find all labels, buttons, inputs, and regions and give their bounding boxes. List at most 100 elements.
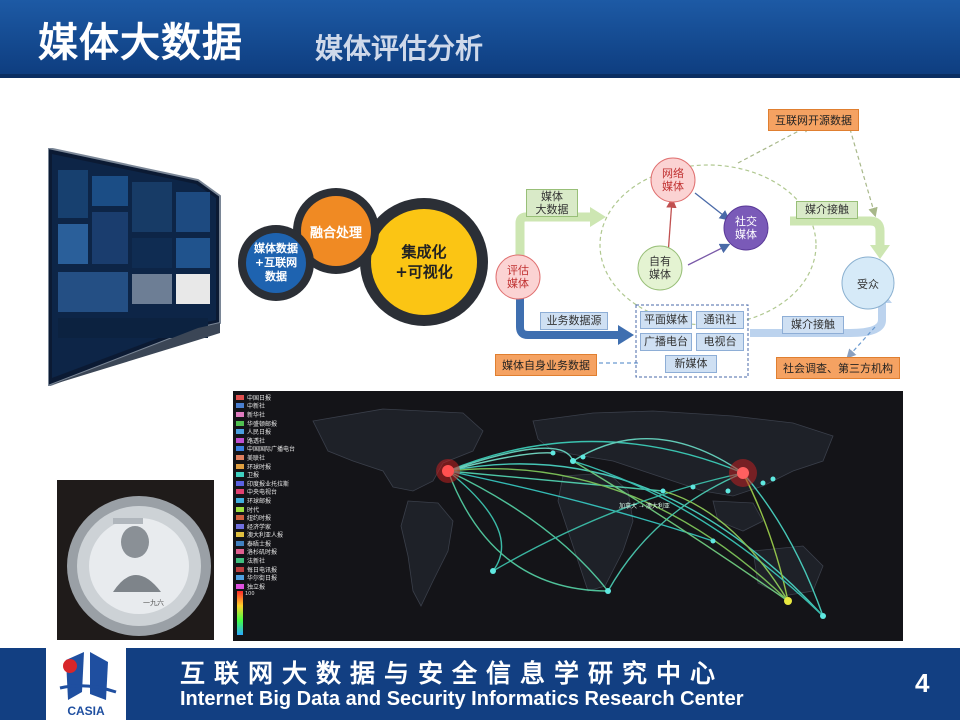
new-media-box: 新媒体 (665, 355, 717, 373)
legend-item: 华尔街日报 (236, 573, 295, 582)
integration-line-1: 集成化 (401, 243, 447, 261)
legend-swatch (236, 549, 244, 555)
legend-item: 印度报业托拉斯 (236, 479, 295, 488)
casia-logo: CASIA (46, 648, 126, 720)
legend-label: 路透社 (247, 437, 266, 445)
legend-swatch (236, 463, 244, 469)
legend-item: 环球邮报 (236, 496, 295, 505)
print-media-box: 平面媒体 (640, 311, 692, 329)
media-evaluation-diagram: 互联网开源数据 媒体 大数据 网络 媒体 社交 媒体 自有 媒体 评估 媒体 受… (490, 105, 920, 385)
legend-item: 路透社 (236, 436, 295, 445)
legend-label: 独立报 (247, 583, 266, 591)
evaluate-media-line-1: 评估 (507, 264, 529, 277)
legend-swatch (236, 523, 244, 529)
tv-box: 电视台 (696, 333, 744, 351)
network-media-line-2: 媒体 (662, 180, 684, 193)
casia-logo-text: CASIA (67, 704, 105, 718)
legend-swatch (236, 583, 244, 589)
legend-swatch (236, 429, 244, 435)
legend-label: 经济学家 (247, 523, 272, 531)
media-contact-top-box: 媒介接触 (796, 201, 858, 219)
legend-item: 澳大利亚人报 (236, 531, 295, 540)
internet-open-data-box: 互联网开源数据 (768, 109, 859, 131)
legend-label: 华尔街日报 (247, 575, 278, 583)
fusion-label: 融合处理 (301, 196, 371, 266)
social-media-line-2: 媒体 (735, 228, 757, 241)
legend-label: 美联社 (247, 454, 266, 462)
audience-node: 受众 (857, 278, 879, 291)
legend-swatch (236, 411, 244, 417)
evaluate-media-node: 评估 媒体 (498, 264, 538, 290)
casia-logo-icon (59, 652, 117, 700)
legend-label: 泰晤士报 (247, 540, 272, 548)
medal-photo: 一九六 (57, 480, 214, 640)
legend-item: 独立报 (236, 582, 295, 591)
legend-label: 印度报业托拉斯 (247, 480, 290, 488)
legend-label: 澳大利亚人报 (247, 532, 284, 540)
legend-swatch (236, 497, 244, 503)
slide-header: 媒体大数据 媒体评估分析 (0, 0, 960, 78)
legend-swatch (236, 403, 244, 409)
legend-item: 华盛顿邮报 (236, 419, 295, 428)
legend-item: 中国日报 (236, 393, 295, 402)
own-media-line-2: 媒体 (649, 268, 671, 281)
legend-swatch (236, 489, 244, 495)
legend-swatch (236, 558, 244, 564)
legend-swatch (236, 506, 244, 512)
evaluate-media-line-2: 媒体 (507, 277, 529, 290)
legend-swatch (236, 566, 244, 572)
legend-label: 卫报 (247, 472, 260, 480)
legend-swatch (236, 515, 244, 521)
legend-item: 纽约时报 (236, 513, 295, 522)
legend-swatch (236, 420, 244, 426)
legend-swatch (236, 532, 244, 538)
media-big-data-line-2: 大数据 (535, 203, 569, 216)
page-number: 4 (915, 668, 930, 698)
legend-item: 中国国际广播电台 (236, 445, 296, 454)
media-data-line-1: 媒体数据 (254, 242, 298, 255)
network-media-node: 网络 媒体 (653, 167, 693, 193)
legend-label: 环球邮报 (247, 497, 272, 505)
legend-label: 人民日报 (247, 429, 272, 437)
legend-swatch (236, 480, 244, 486)
map-legend: 中国日报中新社新华社华盛顿邮报人民日报路透社中国国际广播电台美联社环球时报卫报印… (236, 393, 295, 591)
social-media-line-1: 社交 (735, 215, 757, 228)
legend-label: 时代 (247, 506, 260, 514)
legend-label: 法新社 (247, 558, 266, 566)
legend-swatch (236, 446, 244, 452)
legend-swatch (236, 437, 244, 443)
legend-item: 新华社 (236, 410, 295, 419)
legend-label: 中国国际广播电台 (247, 446, 296, 454)
legend-swatch (236, 575, 244, 581)
legend-item: 人民日报 (236, 427, 295, 436)
medal-inscription: 一九六 (143, 599, 164, 607)
world-media-map: 中国日报中新社新华社华盛顿邮报人民日报路透社中国国际广播电台美联社环球时报卫报印… (233, 391, 903, 641)
legend-label: 中新社 (247, 403, 266, 411)
legend-item: 中新社 (236, 402, 295, 411)
legend-item: 中央电视台 (236, 488, 295, 496)
legend-item: 洛杉矶时报 (236, 548, 295, 557)
curved-display-image (48, 148, 221, 386)
legend-label: 环球时报 (247, 463, 272, 471)
legend-label: 洛杉矶时报 (247, 549, 278, 557)
medal-graphic (57, 480, 214, 640)
media-big-data-box: 媒体 大数据 (526, 189, 578, 217)
legend-item: 环球时报 (236, 462, 295, 471)
legend-swatch (236, 472, 244, 478)
colorbar-top-label: 100 (245, 591, 255, 597)
legend-item: 每日电讯报 (236, 565, 295, 574)
legend-item: 泰晤士报 (236, 539, 295, 548)
diagram-connectors (495, 123, 895, 378)
own-media-line-1: 自有 (649, 255, 671, 268)
legend-label: 纽约时报 (247, 515, 272, 523)
legend-item: 经济学家 (236, 522, 295, 531)
radio-box: 广播电台 (640, 333, 692, 351)
news-agency-box: 通讯社 (696, 311, 744, 329)
center-name-en: Internet Big Data and Security Informati… (180, 688, 744, 710)
survey-box: 社会调查、第三方机构 (776, 357, 900, 379)
media-big-data-line-1: 媒体 (541, 190, 563, 203)
legend-item: 法新社 (236, 556, 295, 565)
slide-footer: CASIA 互联网大数据与安全信息学研究中心 Internet Big Data… (0, 648, 960, 720)
own-media-node: 自有 媒体 (640, 255, 680, 281)
legend-swatch (236, 540, 244, 546)
